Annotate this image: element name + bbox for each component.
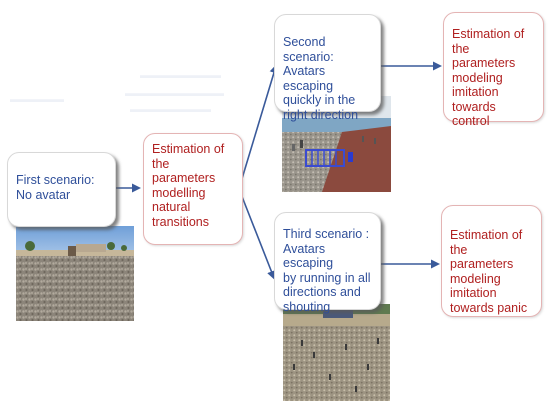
box-line: transitions <box>152 214 209 229</box>
box-line: First scenario: <box>16 173 95 187</box>
first-scenario-box: First scenario: No avatar <box>7 152 116 227</box>
estimation-panic-box: Estimation of the parameters modeling im… <box>441 205 542 317</box>
arrow-natural-to-third <box>240 193 276 280</box>
background-watermark: ▬▬▬▬▬▬▬▬▬ <box>140 70 221 80</box>
box-line: modelling <box>152 185 206 200</box>
second-scenario-box: Second scenario: Avatars escaping quickl… <box>274 14 381 122</box>
box-line: towards panic <box>450 300 528 315</box>
box-line: Third scenario : <box>283 227 370 241</box>
box-line: the parameters <box>450 242 514 272</box>
beach-empty-photo <box>16 226 134 321</box>
box-line: imitation <box>450 286 497 300</box>
estimation-natural-box: Estimation of the parameters modelling n… <box>143 133 243 245</box>
box-line: quickly in the <box>283 93 356 107</box>
third-scenario-box: Third scenario : Avatars escaping by run… <box>274 212 381 314</box>
box-line: modeling <box>450 271 501 286</box>
estimation-control-box: Estimation of the parameters modeling im… <box>443 12 544 128</box>
background-watermark: ▬▬▬▬▬▬▬▬▬ <box>130 104 211 114</box>
box-line: shouting <box>283 299 331 314</box>
box-line: Estimation of <box>452 27 525 41</box>
box-line: towards control <box>452 99 496 129</box>
box-line: by running in all <box>283 270 371 285</box>
box-line: Estimation of <box>152 142 225 156</box>
box-line: modeling <box>452 70 503 85</box>
background-watermark: ▬▬▬▬▬▬▬▬▬▬▬ <box>125 88 224 98</box>
box-line: the parameters <box>152 156 216 186</box>
box-line: right direction <box>283 107 359 122</box>
box-line: directions and <box>283 285 361 299</box>
box-line: Avatars escaping <box>283 64 334 93</box>
beach-avatars-crowd-photo <box>283 304 390 401</box>
box-line: imitation <box>452 85 499 99</box>
box-line: Estimation of <box>450 228 523 242</box>
box-line: Second scenario: <box>283 35 334 64</box>
box-line: natural <box>152 200 191 214</box>
arrow-natural-to-second <box>240 64 279 183</box>
box-line: Avatars escaping <box>283 241 334 271</box>
box-line: the parameters <box>452 41 516 71</box>
background-watermark: ▬▬▬▬▬▬ <box>10 94 64 104</box>
box-line: No avatar <box>16 187 71 202</box>
